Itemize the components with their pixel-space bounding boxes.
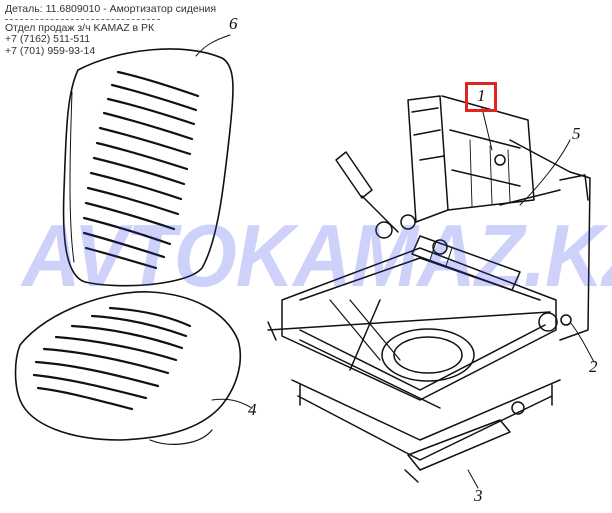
highlight-box (465, 82, 497, 112)
seat-cushion (14, 291, 242, 445)
callout-2: 2 (589, 357, 598, 376)
backrest-cushion (62, 48, 234, 287)
page-header: Деталь: 11.6809010 - Амортизатор сидения… (5, 3, 217, 57)
seat-suspension (267, 95, 591, 483)
part-title: Деталь: 11.6809010 - Амортизатор сидения (5, 3, 217, 15)
callout-4: 4 (248, 400, 257, 419)
callout-3: 3 (474, 486, 483, 505)
leader-lines (195, 34, 595, 489)
sales-dept: Отдел продаж з/ч KAMAZ в РК (5, 21, 155, 34)
phone-2: +7 (701) 959-93-14 (5, 44, 96, 57)
callout-5: 5 (572, 124, 581, 143)
callout-1: 1 (477, 86, 486, 105)
callout-6: 6 (229, 14, 238, 33)
header-divider (5, 18, 160, 20)
watermark: AVTOKAMAZ.KZ (22, 206, 612, 305)
phone-1: +7 (7162) 511-511 (5, 33, 91, 45)
